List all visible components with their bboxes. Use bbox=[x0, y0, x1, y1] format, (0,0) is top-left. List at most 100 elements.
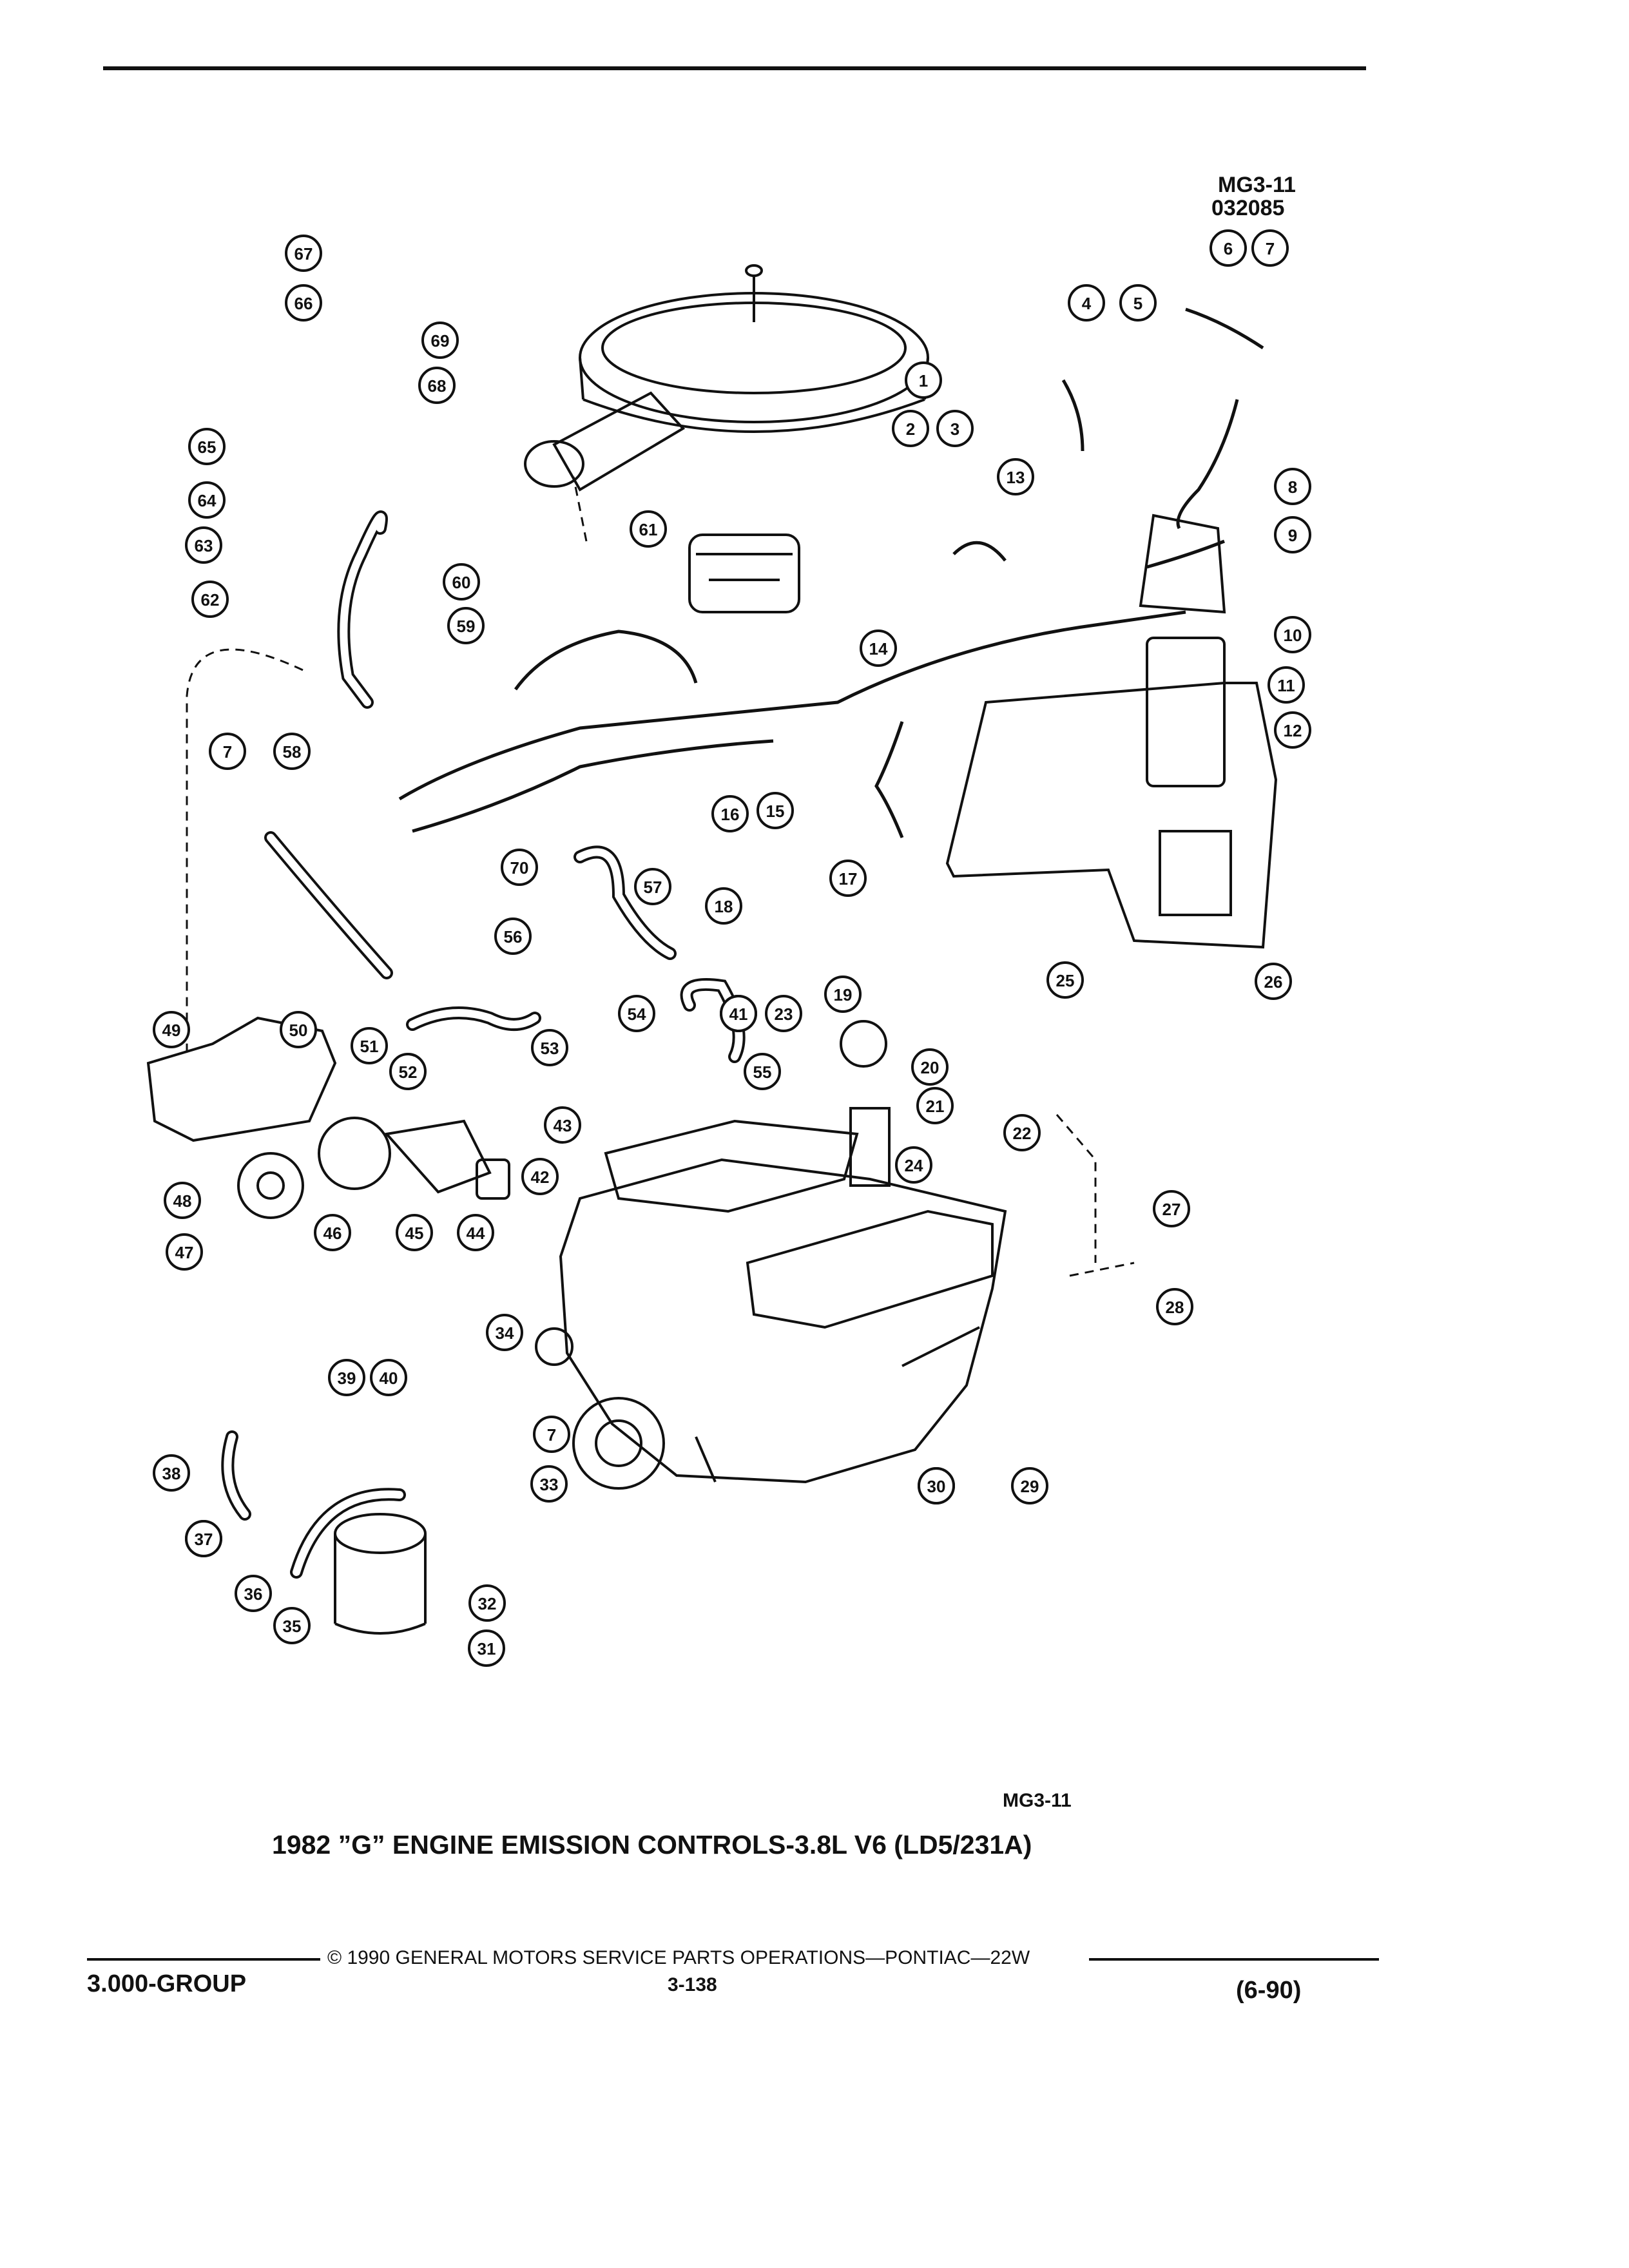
callout-circle bbox=[1119, 284, 1157, 322]
callout-number: 30 bbox=[927, 1477, 946, 1496]
callout-43: 43 bbox=[544, 1106, 581, 1144]
callout-number: 35 bbox=[283, 1617, 302, 1636]
callout-circle bbox=[1274, 468, 1311, 505]
callout-circle bbox=[705, 887, 742, 925]
callout-number: 14 bbox=[869, 639, 888, 658]
callout-circle bbox=[285, 235, 322, 272]
figure-id-top: MG3-11 bbox=[1218, 173, 1296, 197]
callout-circle bbox=[711, 795, 749, 832]
callout-circle bbox=[1156, 1288, 1193, 1325]
callout-circle bbox=[468, 1584, 506, 1622]
callout-circle bbox=[1274, 516, 1311, 553]
callout-number: 57 bbox=[644, 878, 662, 897]
callout-number: 21 bbox=[926, 1097, 945, 1116]
callout-42: 42 bbox=[521, 1158, 559, 1195]
callout-62: 62 bbox=[191, 581, 229, 618]
callout-53: 53 bbox=[531, 1029, 568, 1066]
callout-circle bbox=[185, 526, 222, 564]
callout-circle bbox=[280, 1011, 317, 1048]
callout-number: 44 bbox=[467, 1224, 485, 1243]
callout-number: 69 bbox=[431, 331, 450, 351]
callout-number: 56 bbox=[504, 927, 523, 947]
callout-circle bbox=[185, 1520, 222, 1557]
callout-number: 62 bbox=[201, 590, 220, 610]
callout-29: 29 bbox=[1011, 1467, 1048, 1504]
callout-number: 65 bbox=[198, 437, 217, 457]
callout-56: 56 bbox=[494, 918, 532, 955]
callout-38: 38 bbox=[153, 1454, 190, 1492]
callout-25: 25 bbox=[1046, 961, 1084, 999]
callout-number: 60 bbox=[452, 573, 471, 592]
callout-circle bbox=[1003, 1114, 1041, 1151]
callout-number: 7 bbox=[1266, 239, 1275, 258]
callout-number: 63 bbox=[195, 536, 213, 555]
callout-7: 7 bbox=[209, 733, 246, 770]
callout-27: 27 bbox=[1153, 1190, 1190, 1227]
callout-number: 29 bbox=[1021, 1477, 1039, 1496]
callout-number: 13 bbox=[1007, 468, 1025, 487]
callout-circle bbox=[530, 1465, 568, 1503]
egr-valve bbox=[840, 1020, 891, 1187]
valve-cover bbox=[146, 1016, 337, 1142]
callout-number: 19 bbox=[834, 985, 853, 1004]
callout-circle bbox=[501, 849, 538, 886]
callout-number: 31 bbox=[477, 1639, 496, 1658]
callout-number: 70 bbox=[510, 858, 529, 878]
callout-number: 28 bbox=[1166, 1298, 1184, 1317]
callout-circle bbox=[1274, 711, 1311, 749]
callout-number: 59 bbox=[457, 617, 476, 636]
callout-number: 48 bbox=[173, 1191, 192, 1211]
callout-66: 66 bbox=[285, 284, 322, 322]
callout-55: 55 bbox=[744, 1053, 781, 1090]
callout-40: 40 bbox=[370, 1359, 407, 1396]
callout-20: 20 bbox=[911, 1048, 949, 1086]
callout-10: 10 bbox=[1274, 616, 1311, 653]
callout-13: 13 bbox=[997, 458, 1034, 495]
figure-title: 1982 ”G” ENGINE EMISSION CONTROLS-3.8L V… bbox=[272, 1830, 1032, 1860]
callout-number: 7 bbox=[547, 1425, 556, 1445]
callout-circle bbox=[618, 995, 655, 1032]
footer-copyright: © 1990 GENERAL MOTORS SERVICE PARTS OPER… bbox=[327, 1947, 1030, 1968]
callout-circle bbox=[166, 1233, 203, 1271]
callout-65: 65 bbox=[188, 428, 226, 465]
callout-16: 16 bbox=[711, 795, 749, 832]
callout-number: 23 bbox=[775, 1004, 793, 1024]
callout-number: 37 bbox=[195, 1530, 213, 1549]
callout-14: 14 bbox=[860, 629, 897, 667]
air-pump bbox=[237, 1117, 510, 1219]
callout-number: 9 bbox=[1288, 526, 1297, 545]
callout-number: 32 bbox=[478, 1594, 497, 1613]
callout-circle bbox=[895, 1146, 932, 1184]
callout-41: 41 bbox=[720, 995, 757, 1032]
callout-32: 32 bbox=[468, 1584, 506, 1622]
callout-number: 46 bbox=[323, 1224, 342, 1243]
callout-circle bbox=[351, 1027, 388, 1064]
callout-4: 4 bbox=[1068, 284, 1105, 322]
callout-circle bbox=[757, 792, 794, 829]
wiring-harness bbox=[398, 307, 1264, 838]
callout-circle bbox=[314, 1214, 351, 1251]
callout-number: 58 bbox=[283, 742, 302, 762]
callout-circle bbox=[634, 868, 671, 905]
callout-circle bbox=[396, 1214, 433, 1251]
figure-id-bottom: MG3-11 bbox=[1003, 1790, 1072, 1811]
callout-number: 66 bbox=[294, 294, 313, 313]
callout-35: 35 bbox=[273, 1607, 311, 1644]
callout-61: 61 bbox=[630, 510, 667, 548]
callout-circle bbox=[911, 1048, 949, 1086]
callout-circle bbox=[630, 510, 667, 548]
callout-circle bbox=[421, 322, 459, 359]
callout-12: 12 bbox=[1274, 711, 1311, 749]
callout-circle bbox=[285, 284, 322, 322]
emission-module-bracket bbox=[945, 514, 1278, 949]
callout-number: 55 bbox=[753, 1062, 772, 1082]
callout-number: 43 bbox=[554, 1116, 572, 1135]
callout-number: 52 bbox=[399, 1062, 418, 1082]
callout-70: 70 bbox=[501, 849, 538, 886]
callout-number: 27 bbox=[1162, 1200, 1181, 1219]
top-rule bbox=[103, 66, 1366, 70]
callout-circle bbox=[328, 1359, 365, 1396]
callout-49: 49 bbox=[153, 1011, 190, 1048]
callout-number: 61 bbox=[639, 520, 658, 539]
